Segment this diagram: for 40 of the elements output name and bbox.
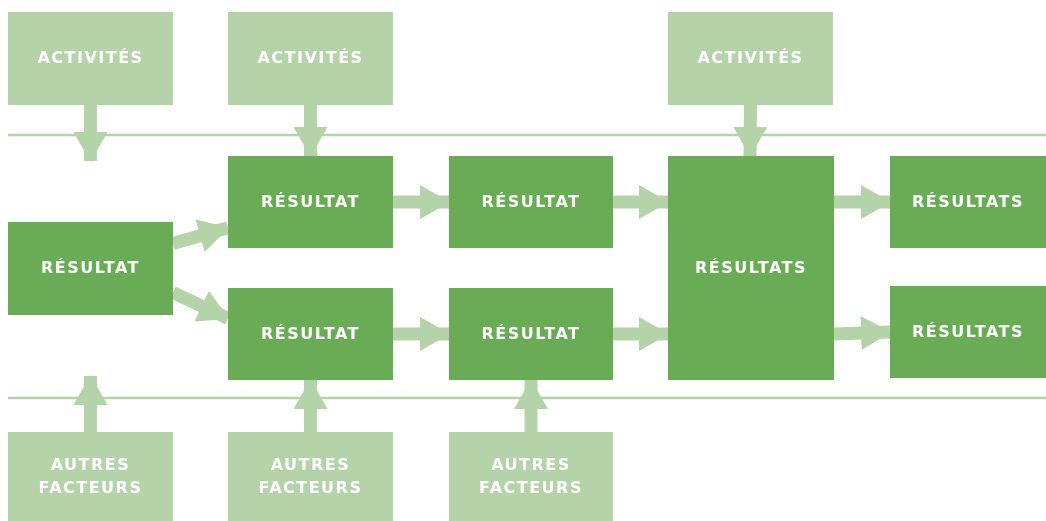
result-box xyxy=(449,288,613,380)
factor-box xyxy=(449,432,613,521)
arrow xyxy=(393,185,450,219)
factor-box xyxy=(8,432,173,521)
arrow xyxy=(834,184,891,219)
node-label: ACTIVITÉS xyxy=(257,47,364,70)
node-label: RÉSULTATS xyxy=(911,320,1025,343)
arrow xyxy=(73,375,108,432)
activity-box xyxy=(228,12,393,105)
result-box xyxy=(228,156,393,248)
arrow xyxy=(393,317,450,351)
node-label: ACTIVITÉS xyxy=(37,47,144,70)
node-label: RÉSULTAT xyxy=(481,190,581,213)
result-box xyxy=(449,156,613,248)
node-label: RÉSULTAT xyxy=(481,322,581,345)
arrow xyxy=(514,379,548,432)
arrow xyxy=(613,317,669,352)
arrow xyxy=(833,316,891,351)
node-label: RÉSULTAT xyxy=(260,190,360,213)
node-label: RÉSULTAT xyxy=(40,257,140,280)
arrow xyxy=(613,184,669,219)
node-label: AUTRES FACTEURS xyxy=(257,454,364,499)
node-label: ACTIVITÉS xyxy=(697,47,804,70)
activity-box xyxy=(668,12,833,105)
node-label: RÉSULTAT xyxy=(260,322,360,345)
result-box xyxy=(228,288,393,380)
node-label: RÉSULTATS xyxy=(694,256,808,279)
node-label: AUTRES FACTEURS xyxy=(37,454,144,499)
result-box xyxy=(890,156,1046,248)
arrow xyxy=(733,104,768,157)
result-box xyxy=(8,222,173,315)
activity-box xyxy=(8,12,173,105)
arrow xyxy=(293,105,328,157)
result-box xyxy=(668,156,834,380)
factor-box xyxy=(228,432,393,521)
node-label: RÉSULTATS xyxy=(911,190,1025,213)
node-label: AUTRES FACTEURS xyxy=(478,454,584,499)
arrow xyxy=(293,379,328,432)
arrow xyxy=(73,105,108,162)
result-box xyxy=(890,286,1046,378)
